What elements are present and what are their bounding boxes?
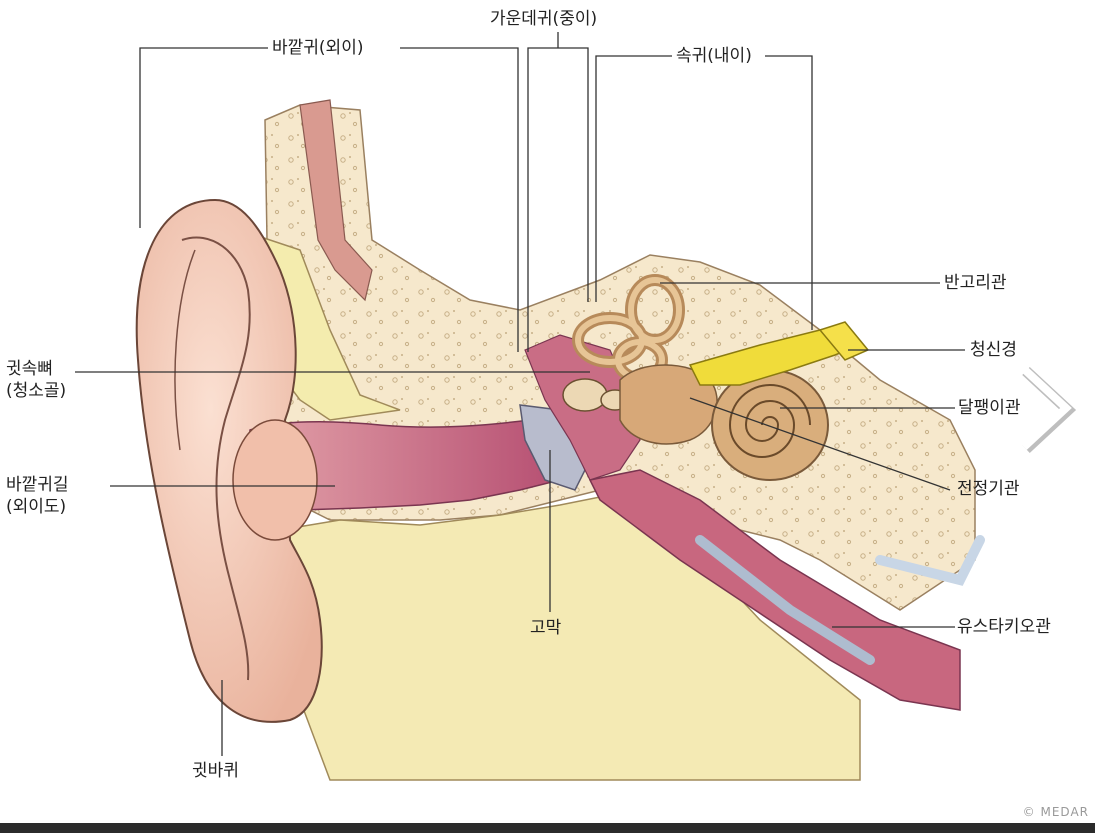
label-ear-canal-line2: (외이도) [6, 497, 67, 517]
bottom-bar [0, 823, 1095, 833]
label-vestibule: 전정기관 [957, 479, 1020, 499]
ossicles-shape [562, 378, 608, 412]
auricle-shape [135, 198, 323, 723]
label-eustachian-tube: 유스타키오관 [957, 617, 1051, 637]
image-credit: © MEDAR [1022, 805, 1089, 819]
label-cochlea: 달팽이관 [958, 398, 1021, 418]
cochlea-shape [711, 369, 829, 481]
label-semicircular-canals: 반고리관 [944, 273, 1007, 293]
eustachian-tube-shape [588, 469, 961, 711]
label-ear-canal-line1: 바깥귀길 [6, 475, 69, 495]
canal-opening [232, 419, 318, 541]
label-outer-ear: 바깥귀(외이) [272, 38, 364, 58]
label-ear-canal: 바깥귀길 (외이도) [6, 474, 69, 518]
label-ossicles-line1: 귓속뼈 [6, 359, 53, 379]
next-button[interactable] [1012, 365, 1082, 455]
leader-lines [75, 32, 965, 756]
label-auricle: 귓바퀴 [192, 761, 239, 781]
chevron-right-icon [1021, 366, 1077, 454]
label-ossicles-line2: (청소골) [6, 381, 67, 401]
label-ossicles: 귓속뼈 (청소골) [6, 358, 66, 402]
scalp-strip [299, 99, 373, 302]
auricle-fold [181, 236, 251, 681]
label-inner-ear: 속귀(내이) [676, 46, 752, 66]
label-auditory-nerve: 청신경 [970, 340, 1017, 360]
auricle-fold-2 [174, 249, 196, 451]
label-eardrum: 고막 [530, 618, 562, 638]
label-middle-ear: 가운데귀(중이) [490, 9, 598, 29]
